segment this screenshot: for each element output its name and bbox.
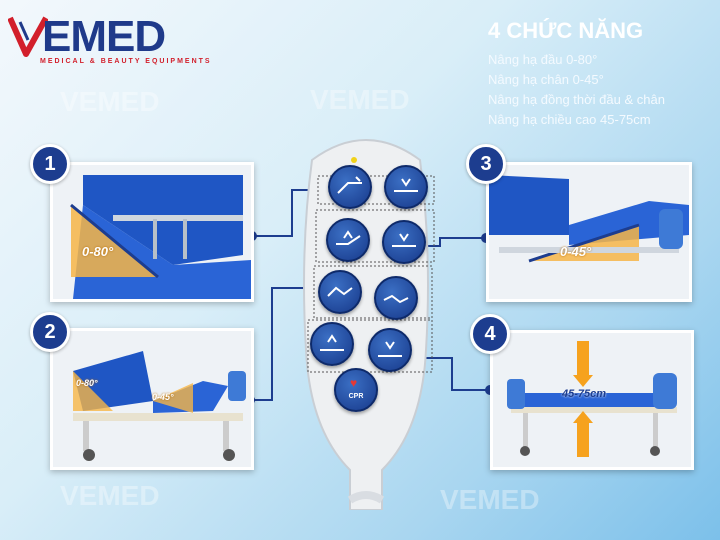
height-up-button[interactable] — [310, 322, 354, 366]
head-up-icon — [337, 176, 362, 194]
feature-item: Nâng hạ chiều cao 45-75cm — [488, 112, 651, 127]
brand-tagline: MEDICAL & BEAUTY EQUIPMENTS — [40, 58, 212, 65]
leg-down-button[interactable] — [382, 220, 426, 264]
watermark: VEMED — [440, 484, 540, 515]
panel-height-adjust — [490, 330, 694, 470]
panel-head-leg-raise — [50, 328, 254, 470]
angle-label: 0-80° — [76, 378, 98, 388]
height-down-icon — [378, 341, 402, 357]
feature-title: 4 CHỨC NĂNG — [488, 18, 644, 43]
both-up-icon — [327, 286, 353, 297]
panel-head-raise — [50, 162, 254, 302]
heart-icon: ♥ — [350, 376, 358, 390]
watermark: VEMED — [60, 480, 160, 511]
panel-leg-raise — [486, 162, 692, 302]
angle-label: 0-45° — [560, 244, 592, 259]
cpr-label: CPR — [348, 393, 364, 400]
feature-item: Nâng hạ chân 0-45° — [488, 72, 604, 87]
height-label: 45-75cm — [562, 388, 607, 400]
feature-list: 4 CHỨC NĂNG Nâng hạ đầu 0-80° Nâng hạ ch… — [488, 18, 714, 130]
height-down-button[interactable] — [368, 328, 412, 372]
bed-leg-raised-image — [489, 165, 689, 299]
brand-logo: EMED MEDICAL & BEAUTY EQUIPMENTS — [8, 10, 210, 70]
head-down-icon — [394, 178, 418, 192]
angle-label: 0-80° — [82, 244, 114, 259]
leg-up-icon — [336, 230, 361, 245]
watermark: VEMED — [60, 86, 160, 117]
watermark: VEMED — [310, 84, 410, 115]
bed-height-image — [493, 333, 691, 467]
leg-down-icon — [392, 233, 416, 247]
step-badge-2: 2 — [30, 312, 70, 352]
bed-head-raised-image — [53, 165, 251, 299]
head-up-button[interactable] — [328, 165, 372, 209]
feature-item: Nâng hạ đầu 0-80° — [488, 52, 598, 67]
head-down-button[interactable] — [384, 165, 428, 209]
both-down-button[interactable] — [374, 276, 418, 320]
step-badge-3: 3 — [466, 144, 506, 184]
cpr-button[interactable]: ♥ CPR — [334, 368, 378, 412]
step-badge-4: 4 — [470, 314, 510, 354]
both-down-icon — [383, 294, 409, 304]
logo-v-icon — [8, 16, 48, 57]
angle-label: 0-45° — [152, 392, 174, 402]
feature-item: Nâng hạ đồng thời đầu & chân — [488, 92, 665, 107]
bed-both-raised-image — [53, 331, 251, 467]
leg-up-button[interactable] — [326, 218, 370, 262]
both-up-button[interactable] — [318, 270, 362, 314]
brand-name: EMED — [42, 12, 166, 61]
step-badge-1: 1 — [30, 144, 70, 184]
height-up-icon — [320, 334, 344, 351]
